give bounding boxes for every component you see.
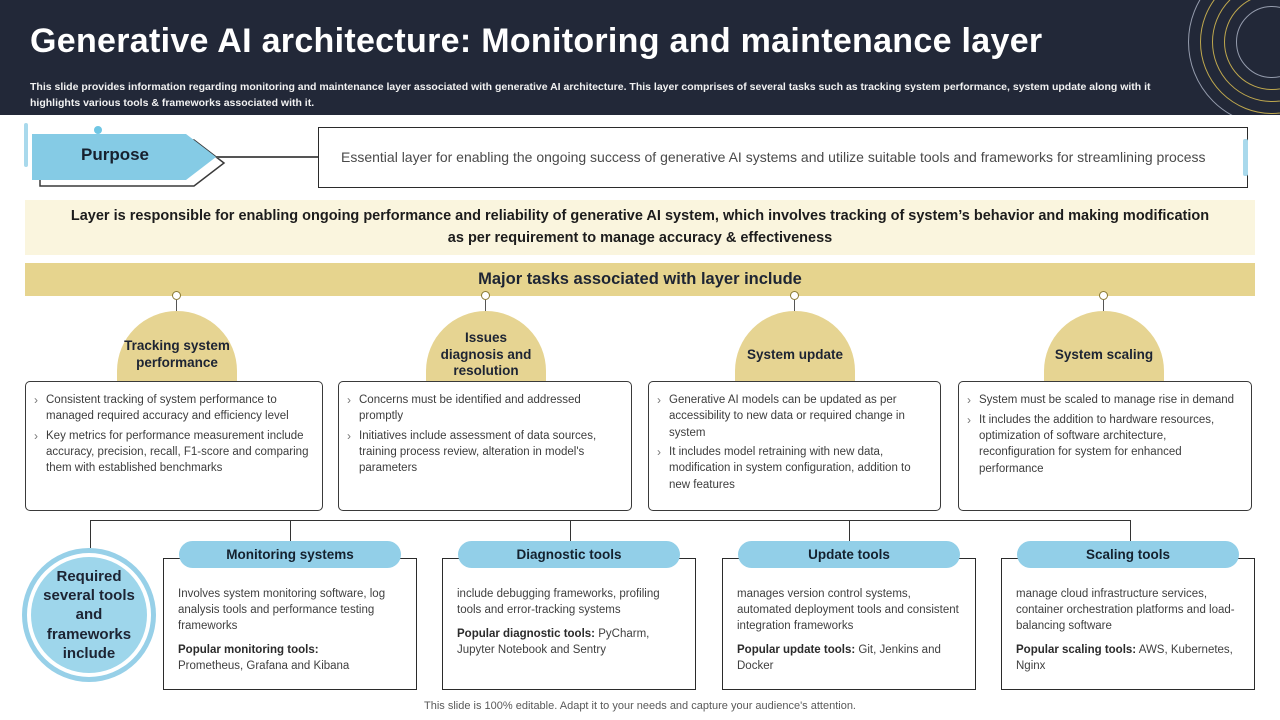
bullet-marker: ›	[347, 393, 351, 407]
popular-tools-label: Popular monitoring tools:	[178, 644, 319, 657]
page-subtitle: This slide provides information regardin…	[30, 81, 1151, 109]
task-name: Tracking system performance	[124, 338, 230, 370]
popular-tools-label: Popular update tools:	[737, 644, 856, 657]
purpose-arrow	[32, 126, 226, 187]
responsibility-banner: Layer is responsible for enabling ongoin…	[25, 200, 1255, 255]
purpose-description: Essential layer for enabling the ongoing…	[341, 149, 1206, 165]
connector-line	[90, 520, 1131, 521]
task-bullet: Key metrics for performance measurement …	[46, 429, 309, 475]
task-dome-tracking: Tracking system performance	[117, 311, 237, 387]
major-tasks-banner: Major tasks associated with layer includ…	[25, 263, 1255, 296]
major-tasks-title: Major tasks associated with layer includ…	[478, 270, 802, 288]
task-connector-dot	[1099, 291, 1108, 300]
connector-line	[794, 300, 795, 312]
bullet-marker: ›	[657, 444, 661, 459]
task-connector-dot	[481, 291, 490, 300]
purpose-label: Purpose	[80, 145, 150, 164]
tool-pill-update: Update tools	[738, 541, 960, 568]
task-dome-scaling: System scaling	[1044, 311, 1164, 387]
connector-line	[90, 520, 91, 550]
task-name: System update	[746, 346, 844, 362]
task-detail-box: › Generative AI models can be updated as …	[648, 381, 941, 511]
task-connector-dot	[790, 291, 799, 300]
connector-line	[485, 300, 486, 312]
connector-line	[1130, 520, 1131, 541]
tool-box-update: manages version control systems, automat…	[722, 558, 976, 690]
task-dome-update: System update	[735, 311, 855, 387]
popular-tools-label: Popular scaling tools:	[1016, 644, 1137, 657]
tool-box-scaling: manage cloud infrastructure services, co…	[1001, 558, 1255, 690]
right-accent-bar	[1243, 139, 1248, 176]
tool-description: Involves system monitoring software, log…	[178, 588, 386, 633]
page-title: Generative AI architecture: Monitoring a…	[30, 22, 1043, 60]
tool-description: include debugging frameworks, profiling …	[457, 588, 660, 617]
purpose-box: Essential layer for enabling the ongoing…	[318, 127, 1248, 188]
tool-popular: Popular scaling tools: AWS, Kubernetes, …	[1016, 642, 1242, 674]
tool-popular: Popular update tools: Git, Jenkins and D…	[737, 642, 963, 674]
bullet-marker: ›	[347, 428, 351, 443]
tool-box-monitoring: Involves system monitoring software, log…	[163, 558, 417, 690]
task-bullet: Consistent tracking of system performanc…	[46, 394, 289, 423]
popular-tools-items: Git, Jenkins and Docker	[737, 644, 941, 673]
tool-box-diagnostic: include debugging frameworks, profiling …	[442, 558, 696, 690]
popular-tools-items: AWS, Kubernetes, Nginx	[1016, 644, 1233, 673]
tool-description: manages version control systems, automat…	[737, 588, 959, 633]
tool-pill-monitoring: Monitoring systems	[179, 541, 401, 568]
task-bullet: Generative AI models can be updated as p…	[669, 394, 905, 439]
tool-pill-label: Scaling tools	[1085, 547, 1170, 562]
header: Generative AI architecture: Monitoring a…	[0, 0, 1280, 115]
task-detail-box: › Consistent tracking of system performan…	[25, 381, 323, 511]
task-bullet: It includes model retraining with new da…	[669, 445, 911, 491]
connector-line	[849, 520, 850, 541]
task-name: Issues diagnosis and resolution	[440, 329, 532, 379]
bullet-marker: ›	[657, 393, 661, 407]
responsibility-text: Layer is responsible for enabling ongoin…	[70, 207, 1210, 246]
task-connector-dot	[172, 291, 181, 300]
tool-pill-diagnostic: Diagnostic tools	[458, 541, 680, 568]
task-name: System scaling	[1054, 346, 1154, 362]
footer-note: This slide is 100% editable. Adapt it to…	[424, 700, 856, 712]
task-bullet: It includes the addition to hardware res…	[979, 413, 1215, 475]
tool-pill-label: Diagnostic tools	[516, 547, 622, 562]
task-dome-issues: Issues diagnosis and resolution	[426, 311, 546, 387]
required-tools-circle-inner: Required several tools and frameworks in…	[31, 557, 147, 673]
tool-description: manage cloud infrastructure services, co…	[1016, 588, 1235, 633]
connector-line	[176, 300, 177, 312]
task-detail-box: › Concerns must be identified and address…	[338, 381, 632, 511]
tool-popular: Popular diagnostic tools: PyCharm, Jupyt…	[457, 626, 683, 658]
task-bullet: Concerns must be identified and addresse…	[359, 394, 581, 423]
bullet-marker: ›	[967, 412, 971, 427]
task-bullet: Initiatives include assessment of data s…	[359, 429, 597, 475]
connector-line	[1103, 300, 1104, 312]
popular-tools-label: Popular diagnostic tools:	[457, 628, 596, 641]
task-detail-box: › System must be scaled to manage rise in…	[958, 381, 1252, 511]
required-tools-text: Required several tools and frameworks in…	[43, 568, 135, 662]
bullet-marker: ›	[967, 393, 971, 407]
bullet-marker: ›	[34, 393, 38, 407]
bullet-marker: ›	[34, 428, 38, 443]
connector-line	[216, 156, 320, 158]
tool-popular: Popular monitoring tools: Prometheus, Gr…	[178, 642, 404, 674]
popular-tools-items: Prometheus, Grafana and Kibana	[178, 660, 350, 673]
task-bullet: System must be scaled to manage rise in …	[979, 394, 1235, 406]
tool-pill-label: Update tools	[808, 547, 890, 562]
tool-pill-scaling: Scaling tools	[1017, 541, 1239, 568]
tool-pill-label: Monitoring systems	[226, 547, 354, 562]
left-accent-bar	[24, 123, 28, 167]
connector-line	[570, 520, 571, 541]
connector-line	[290, 520, 291, 541]
popular-tools-items: PyCharm, Jupyter Notebook and Sentry	[457, 628, 650, 657]
